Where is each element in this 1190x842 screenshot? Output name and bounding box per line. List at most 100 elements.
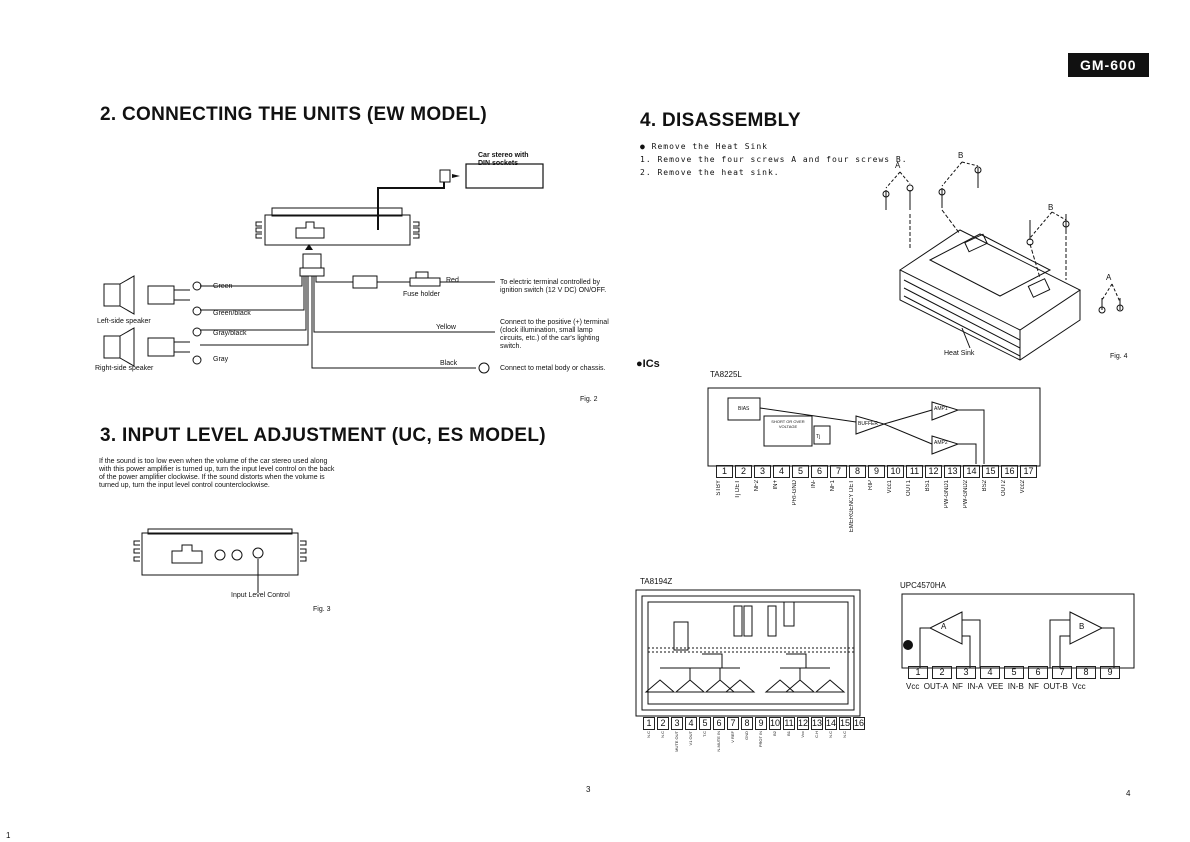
ic1-pin-label: IN+ (773, 480, 779, 490)
ic1-pin-label: PRI-GND (792, 480, 798, 506)
ic1-block-tj: Tj (816, 434, 821, 440)
ic3-pin: 2 (932, 666, 952, 679)
ic2-pin-label: PROT IN (758, 731, 763, 748)
wire-green: Green (213, 283, 233, 290)
ic1-block-bias: BIAS (738, 406, 750, 412)
ic1-pin-label: BS2 (982, 480, 988, 492)
ic3-pin: 4 (980, 666, 1000, 679)
fig2-caption: Fig. 2 (580, 396, 598, 403)
heat-sink-label: Heat Sink (944, 350, 975, 357)
ic1-name: TA8225L (710, 370, 742, 379)
ic2-pin: 5 (699, 717, 711, 730)
label-a-2: A (1106, 273, 1112, 282)
ic1-pin: 10 (887, 465, 904, 478)
ic2-pin: 10 (769, 717, 781, 730)
ic2-block-diagram (635, 589, 861, 717)
ic3-amp-b-label: B (1079, 622, 1085, 631)
ic1-pin-label: OUT1 (906, 480, 912, 497)
ic2-pin-label: T.C (702, 731, 707, 737)
ic2-pin: 14 (825, 717, 837, 730)
ic1-block-short: SHORT OR OVER VOLTAGE (771, 419, 805, 429)
ic3-amp-a-label: A (941, 622, 947, 631)
ic1-pin-label: NF1 (830, 480, 836, 492)
note-yellow: Connect to the positive (+) terminal (cl… (500, 319, 609, 350)
fuse-holder-label: Fuse holder (403, 291, 440, 298)
ic2-pin-label: N.C (842, 731, 847, 738)
wire-gray-black: Gray/black (213, 330, 247, 337)
ic2-pin: 12 (797, 717, 809, 730)
ic1-pin-label: Vcc2 (1020, 480, 1026, 494)
ic1-pin: 17 (1020, 465, 1037, 478)
ic1-pin-row: 1 2 3 4 5 6 7 8 9 10 11 12 13 14 15 16 1… (716, 465, 1039, 478)
ic1-pin: 6 (811, 465, 828, 478)
wire-red: Red (446, 277, 459, 284)
ic1-pin: 16 (1001, 465, 1018, 478)
ic2-pin-label: N-MUTE IN (716, 731, 721, 752)
ic1-block-buffer: BUFFER (858, 421, 878, 427)
ic2-pin: 16 (853, 717, 865, 730)
ic1-pin: 12 (925, 465, 942, 478)
ic1-pin: 5 (792, 465, 809, 478)
ic1-pin: 14 (963, 465, 980, 478)
ic2-pin: 11 (783, 717, 795, 730)
ic2-pin: 1 (643, 717, 655, 730)
page-number-right: 4 (1126, 789, 1131, 798)
ics-title: ●ICs (636, 358, 660, 370)
ic2-pin: 15 (839, 717, 851, 730)
ic1-pin: 4 (773, 465, 790, 478)
connection-diagram (103, 163, 544, 374)
ic3-pin: 1 (908, 666, 928, 679)
ic1-pin: 13 (944, 465, 961, 478)
ic2-pin: 4 (685, 717, 697, 730)
step-1: 1. Remove the four screws A and four scr… (640, 155, 908, 164)
ic1-pin-label: PW-GND2 (963, 480, 969, 509)
wire-green-black: Green/black (213, 310, 251, 317)
ic2-pin-label: Vcc (800, 731, 805, 738)
section2-title: 2. CONNECTING THE UNITS (EW MODEL) (100, 104, 488, 125)
ic1-block-diagram (707, 387, 1041, 467)
ic1-pin-label: STBY (716, 480, 722, 496)
wire-yellow: Yellow (436, 324, 456, 331)
right-speaker-label: Right-side speaker (95, 365, 154, 372)
section3-title: 3. INPUT LEVEL ADJUSTMENT (UC, ES MODEL) (100, 425, 546, 446)
ic3-block-diagram (901, 593, 1135, 669)
ic1-pin-label: EMERGENCY DET (849, 480, 855, 533)
ic2-pin: 13 (811, 717, 823, 730)
section3-paragraph: If the sound is too low even when the vo… (99, 458, 335, 489)
ic1-pin: 11 (906, 465, 923, 478)
ic2-pin-label: C.H (814, 731, 819, 738)
ic1-block-amp2: AMP2 (934, 440, 948, 446)
ic3-pin-labels: Vcc OUT-A NF IN-A VEE IN-B NF OUT-B Vcc (906, 682, 1086, 691)
ic1-pin: 1 (716, 465, 733, 478)
ic2-pin: 8 (741, 717, 753, 730)
ic3-pin: 7 (1052, 666, 1072, 679)
model-badge: GM-600 (1068, 53, 1149, 77)
note-red: To electric terminal controlled by ignit… (500, 279, 607, 294)
heat-sink-diagram (882, 161, 1124, 361)
ic1-pin-label: RIP (868, 480, 874, 491)
fig3-caption: Fig. 3 (313, 606, 331, 613)
ic2-pin: 6 (713, 717, 725, 730)
ic1-pin-label: NF2 (754, 480, 760, 492)
ic2-pin-label: B1 (786, 731, 791, 736)
fig4-caption: Fig. 4 (1110, 353, 1128, 360)
input-level-diagram (133, 528, 307, 593)
ic2-name: TA8194Z (640, 577, 673, 586)
page-number-left: 3 (586, 785, 591, 794)
ic1-pin-label: Vcc1 (887, 480, 893, 494)
ic2-pin: 9 (755, 717, 767, 730)
ic1-pin: 3 (754, 465, 771, 478)
ic2-pin-label: N.C (660, 731, 665, 738)
remove-heat-sink: ● Remove the Heat Sink (640, 142, 768, 151)
ic2-pin: 3 (671, 717, 683, 730)
ic1-pin-label: IN- (811, 480, 817, 488)
corner-mark: 1 (6, 831, 11, 840)
ic1-pin: 9 (868, 465, 885, 478)
car-stereo-label: Car stereo with DIN sockets (478, 152, 529, 167)
ic1-pin-label: PW-GND1 (944, 480, 950, 509)
ic2-pin-label: N.C (828, 731, 833, 738)
ic2-pin-label: MUTE OUT (674, 731, 679, 752)
ic3-pin: 3 (956, 666, 976, 679)
label-b-1: B (958, 151, 964, 160)
note-black: Connect to metal body or chassis. (500, 365, 606, 372)
